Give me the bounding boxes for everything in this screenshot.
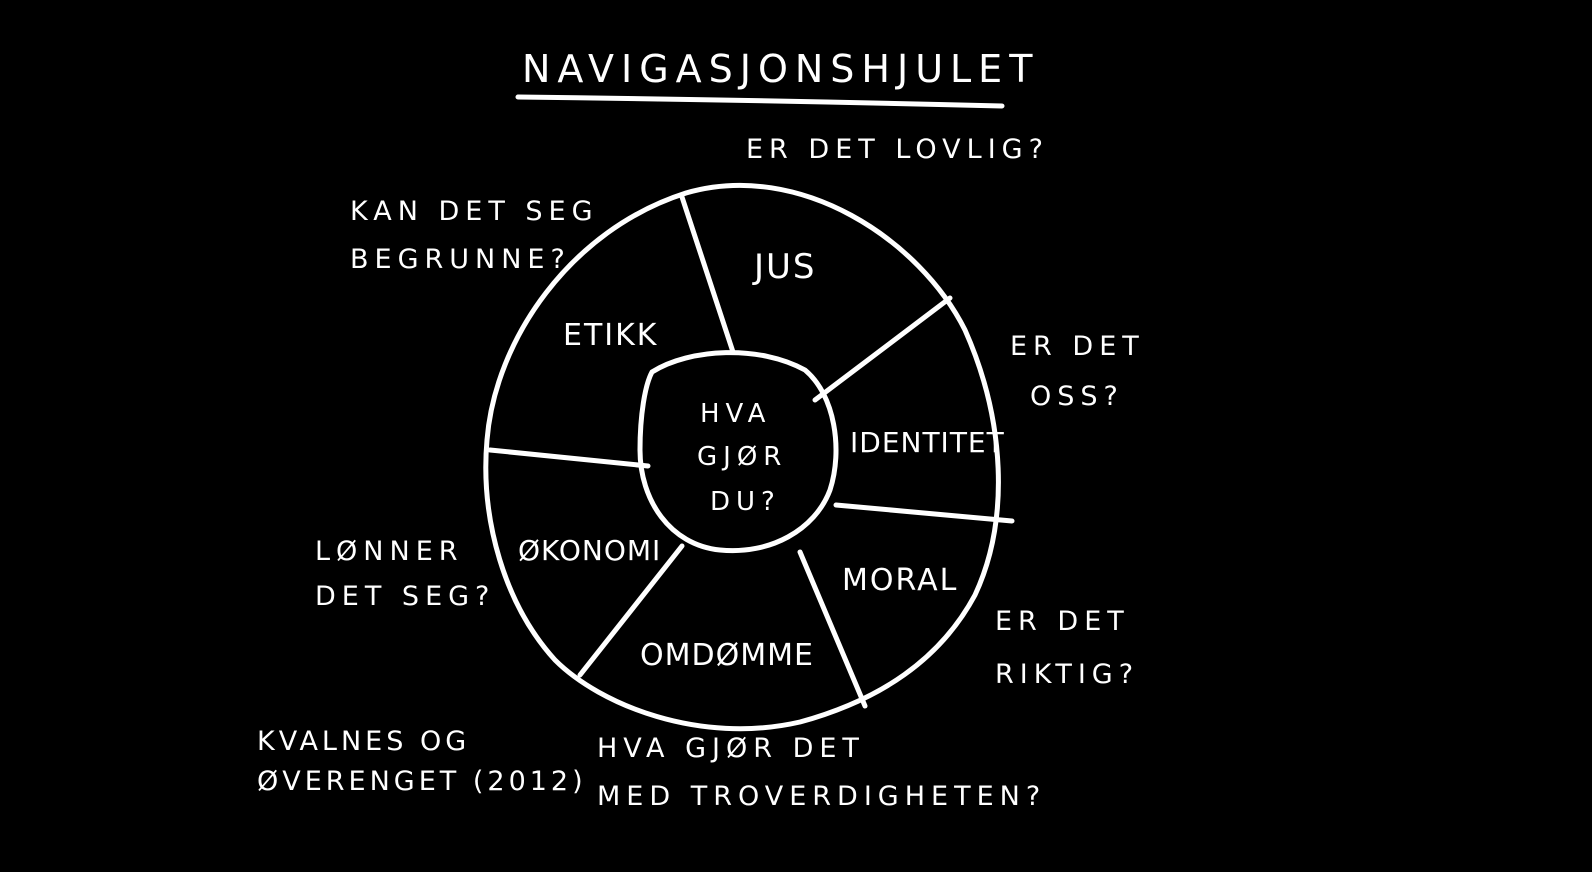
diagram-title: NAVIGASJONSHJULET — [522, 47, 1039, 91]
spoke-omdomme-okonomi — [577, 543, 685, 678]
segment-label-okonomi: ØKONOMI — [518, 534, 661, 567]
spoke-okonomi-etikk — [487, 447, 651, 469]
question-etikk-line-2: BEGRUNNE? — [350, 244, 571, 275]
title-underline — [515, 94, 1005, 109]
question-jus: ER DET LOVLIG? — [746, 134, 1049, 165]
question-identitet-line-2: OSS? — [1030, 381, 1124, 412]
segment-label-moral: MORAL — [842, 563, 958, 598]
segment-label-identitet: IDENTITET — [850, 426, 1005, 459]
outer-wheel-ring — [483, 182, 1001, 732]
center-line-3: DU? — [710, 487, 781, 517]
question-identitet-line-1: ER DET — [1010, 331, 1145, 362]
segment-label-omdomme: OMDØMME — [640, 638, 814, 673]
segment-label-etikk: ETIKK — [563, 318, 658, 353]
center-line-1: HVA — [700, 399, 771, 429]
question-okonomi-line-2: DET SEG? — [315, 581, 495, 612]
question-moral-line-1: ER DET — [995, 606, 1130, 637]
question-okonomi-line-1: LØNNER — [315, 536, 464, 567]
question-omdomme-line-1: HVA GJØR DET — [597, 733, 865, 764]
citation-line-2: ØVERENGET (2012) — [257, 766, 587, 797]
spoke-jus-identitet — [812, 295, 953, 403]
question-moral-line-2: RIKTIG? — [995, 659, 1139, 690]
spoke-moral-omdomme — [797, 549, 868, 709]
segment-label-jus: JUS — [752, 247, 817, 287]
spoke-identitet-moral — [833, 502, 1015, 524]
citation-line-1: KVALNES OG — [257, 726, 470, 757]
center-hub — [637, 350, 839, 554]
question-omdomme-line-2: MED TROVERDIGHETEN? — [597, 781, 1046, 812]
spoke-etikk-jus — [679, 194, 736, 355]
question-etikk-line-1: KAN DET SEG — [350, 196, 599, 227]
center-line-2: GJØR — [697, 442, 787, 472]
